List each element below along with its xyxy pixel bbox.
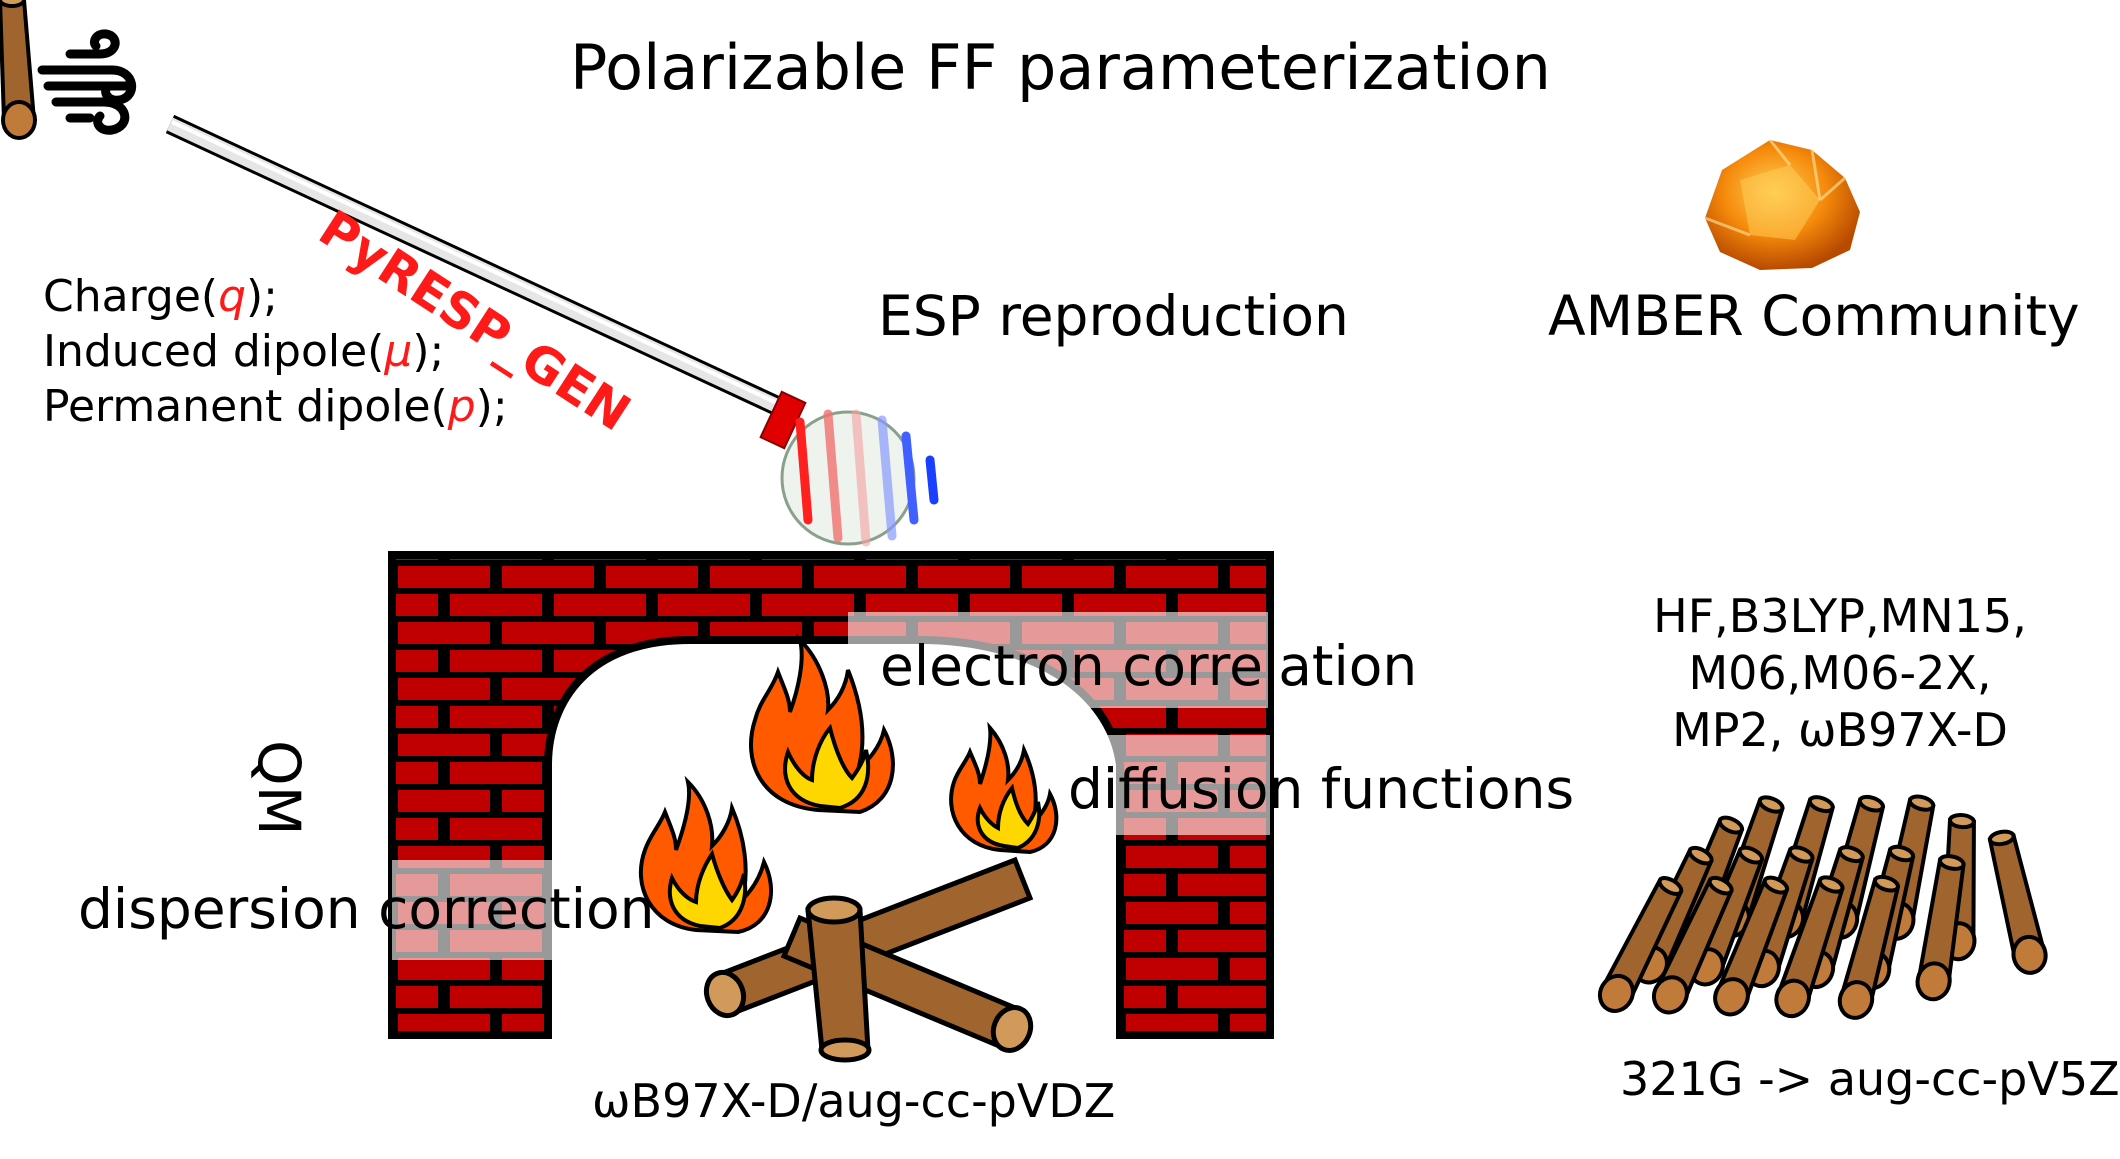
community-label: AMBER Community <box>1548 284 2080 348</box>
lollipop-icon <box>165 114 939 547</box>
property-induced-dipole: Induced dipole(μ); <box>43 326 445 377</box>
diffusion-functions-label: diffusion functions <box>1068 757 1575 821</box>
diagram-title: Polarizable FF parameterization <box>570 31 1551 104</box>
functional-line: M06,M06-2X, <box>1688 646 1992 700</box>
log-pile-icon <box>0 0 2051 1025</box>
functional-line: MP2, ωB97X-D <box>1672 703 2008 757</box>
wind-icon <box>37 29 137 135</box>
fire-icon <box>639 633 1059 935</box>
esp-label: ESP reproduction <box>878 284 1349 348</box>
property-permanent-dipole: Permanent dipole(p); <box>43 381 508 432</box>
amber-gem-icon <box>1704 139 1860 270</box>
electron-correlation-label: electron correlation <box>880 634 1418 698</box>
qm-label: QM <box>245 740 313 836</box>
dispersion-correction-label: dispersion correction <box>78 877 655 941</box>
property-charge: Charge(q); <box>43 271 278 322</box>
basis-range-label: 321G -> aug-cc-pV5Z <box>1620 1052 2120 1106</box>
log-icon <box>703 856 1034 1063</box>
method-label: ωB97X-D/aug-cc-pVDZ <box>592 1074 1116 1128</box>
functional-line: HF,B3LYP,MN15, <box>1653 589 2027 643</box>
